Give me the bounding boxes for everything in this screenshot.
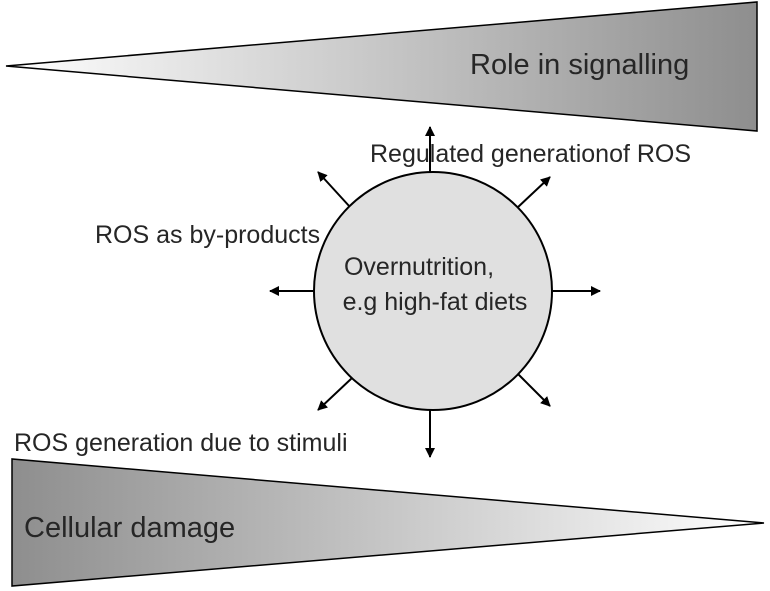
top-wedge-label: Role in signalling xyxy=(470,49,689,81)
bottom-wedge-label: Cellular damage xyxy=(24,512,235,544)
center-label-line1: Overnutrition, xyxy=(344,253,494,281)
arrow-lower-right xyxy=(517,373,551,407)
arrow-upper-right xyxy=(516,176,551,209)
arrow-upper-left xyxy=(317,171,351,208)
center-circle xyxy=(313,171,553,411)
bottom-wedge xyxy=(11,458,765,587)
arrow-lower-left xyxy=(317,377,353,411)
top-wedge xyxy=(5,1,758,132)
stimuli-label: ROS generation due to stimuli xyxy=(14,429,348,457)
center-label-line2: e.g high-fat diets xyxy=(343,288,528,316)
arrows xyxy=(269,126,601,458)
regulated-generation-label: Regulated generationof ROS xyxy=(370,140,691,168)
byproducts-label: ROS as by-products xyxy=(95,221,320,249)
